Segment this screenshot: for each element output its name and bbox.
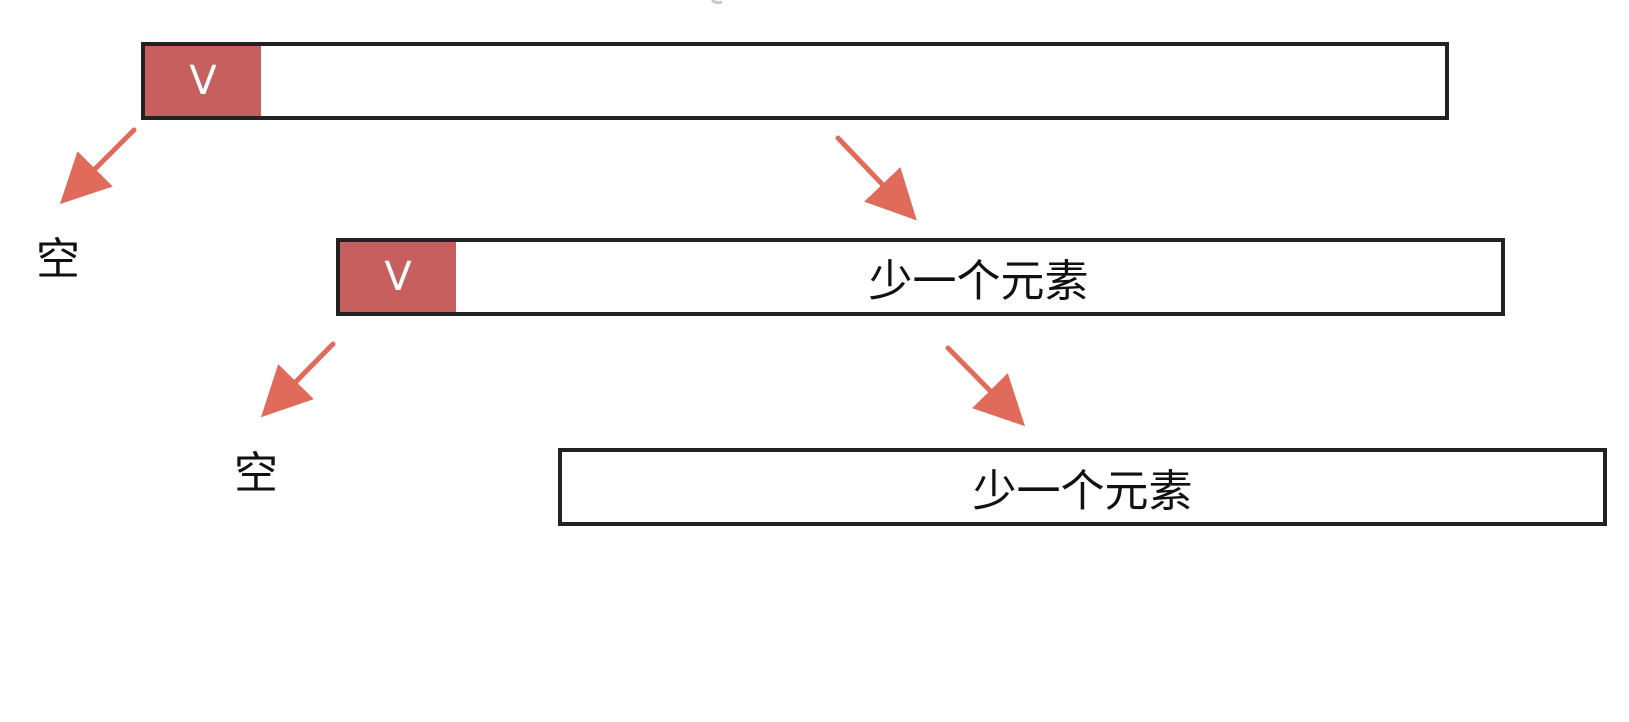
- array-bar-level1: V: [141, 42, 1449, 120]
- rest-text-level2: 少一个元素: [868, 256, 1089, 307]
- arrow-level2-right: [945, 345, 1026, 427]
- top-stub-mark: [710, 0, 723, 5]
- pivot-cell-level1: V: [145, 46, 261, 116]
- array-bar-level3: 少一个元素: [558, 448, 1607, 526]
- pivot-label-level1: V: [189, 58, 217, 104]
- rest-label-level1: [261, 46, 1445, 116]
- empty-label-level1: 空: [36, 234, 80, 285]
- pivot-label-level2: V: [384, 254, 412, 300]
- rest-label-level2: 少一个元素: [456, 242, 1501, 312]
- array-bar-level2: V 少一个元素: [336, 238, 1505, 316]
- empty-label-level2: 空: [234, 448, 278, 499]
- rest-text-level3: 少一个元素: [972, 466, 1193, 517]
- arrow-level2-left: [260, 341, 336, 418]
- rest-label-level3: 少一个元素: [562, 452, 1603, 522]
- pivot-cell-level2: V: [340, 242, 456, 312]
- arrow-level1-right: [835, 135, 917, 221]
- arrow-level1-left: [59, 127, 137, 205]
